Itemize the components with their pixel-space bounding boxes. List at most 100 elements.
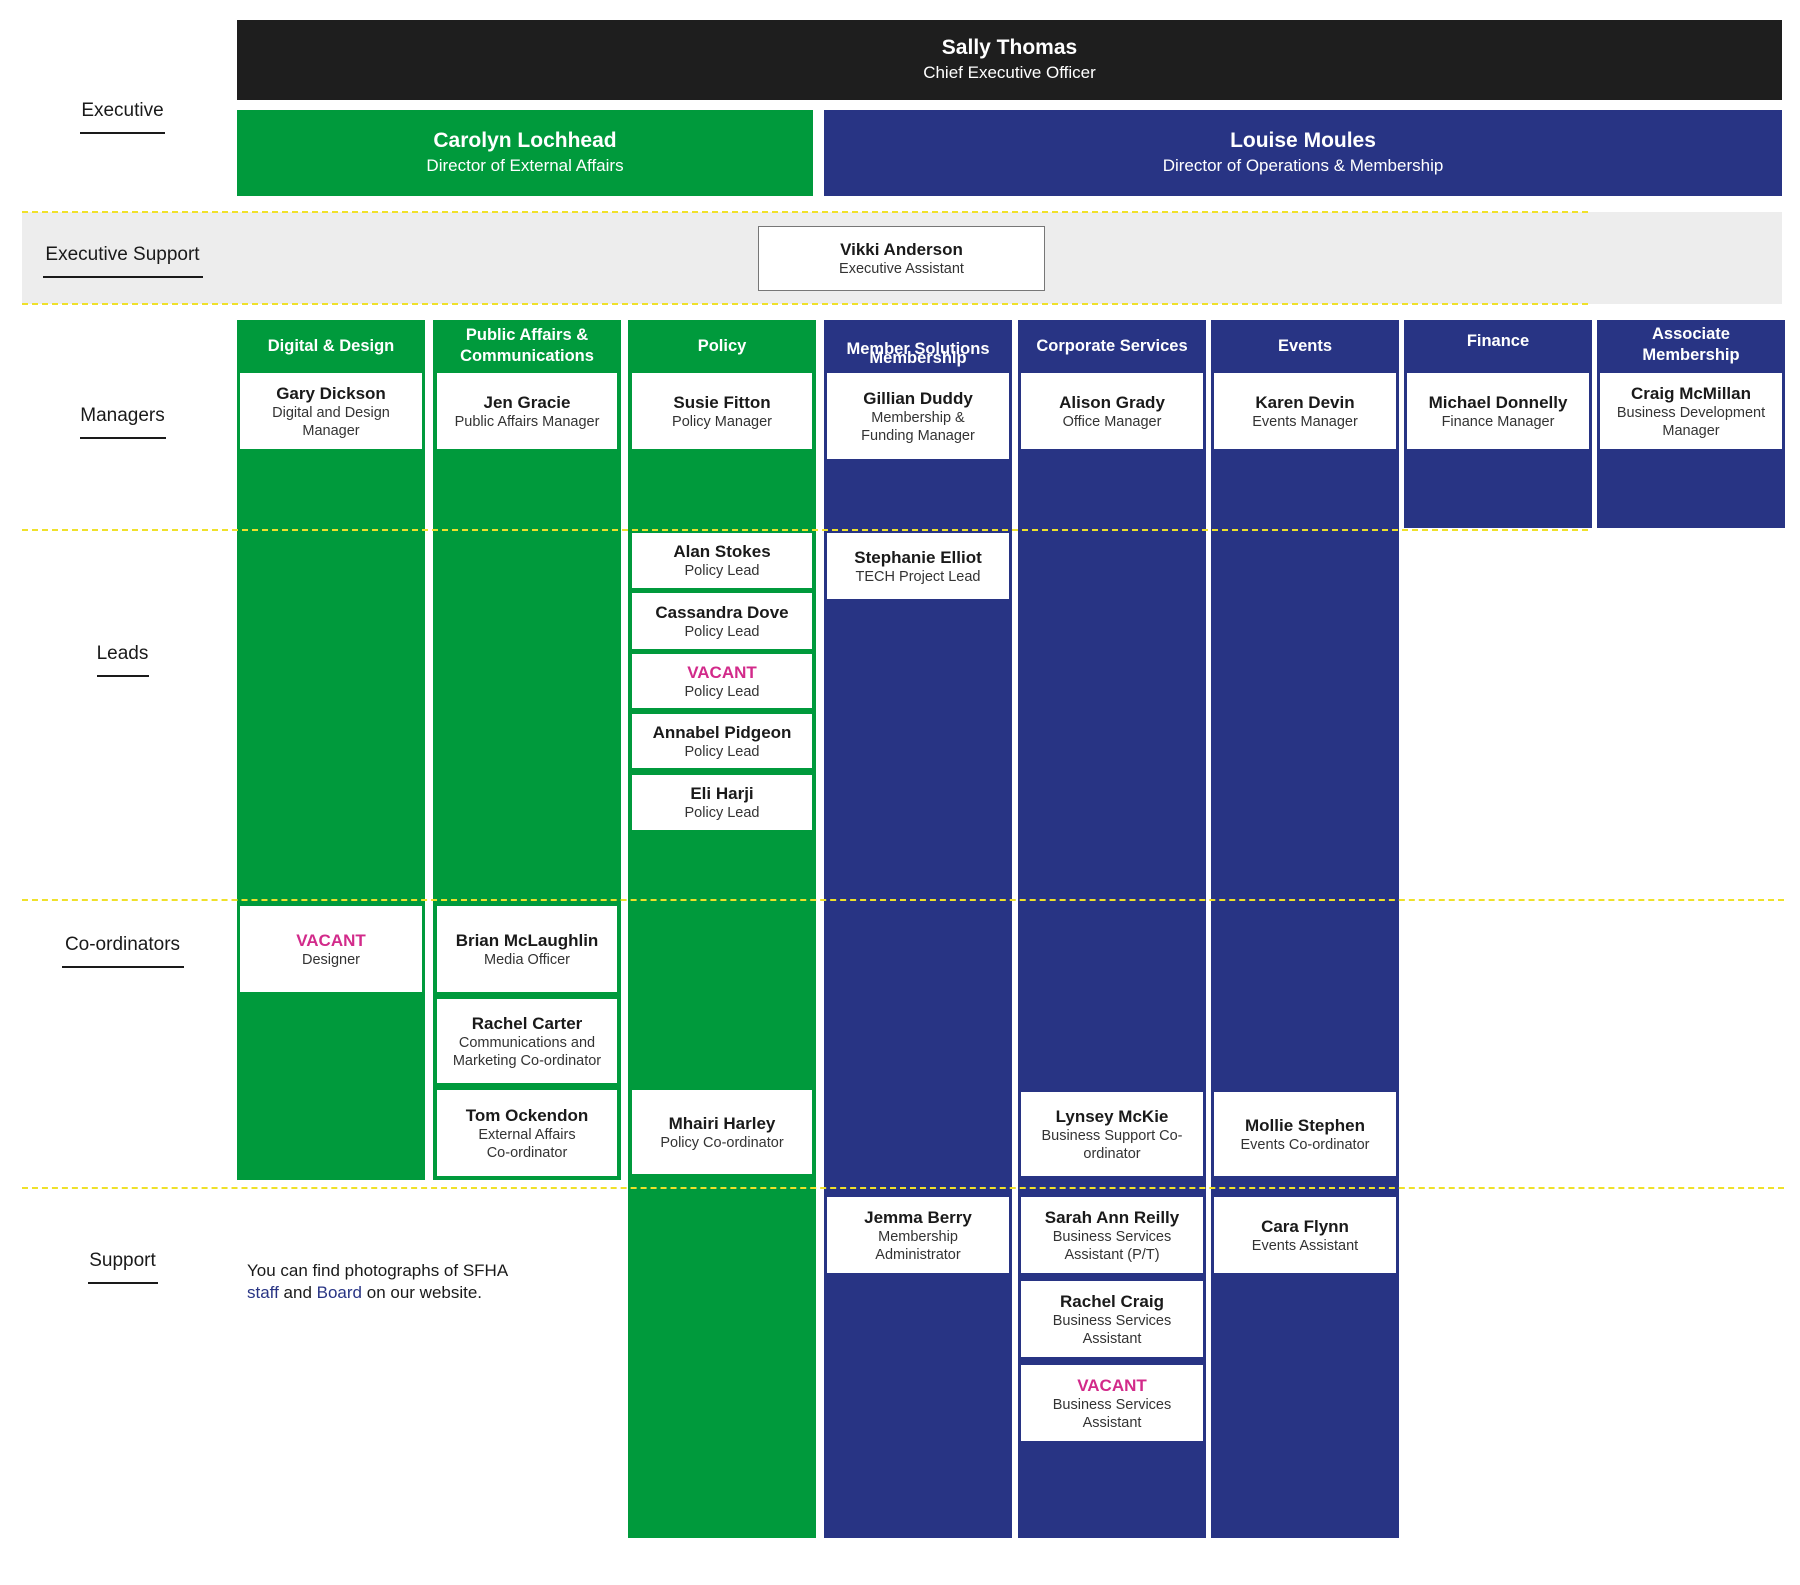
card-name: Susie Fitton (673, 392, 771, 412)
card-role: Events Co-ordinator (1240, 1136, 1370, 1153)
director-name: Louise Moules (1230, 129, 1376, 152)
card-name: Mhairi Harley (668, 1113, 776, 1133)
row-label-underline (96, 675, 149, 677)
row-label-coordinators: Co-ordinators (50, 934, 195, 968)
divider-executive-support-bottom (22, 303, 1588, 305)
card-role: Public Affairs Manager (454, 413, 600, 430)
card-name: Jen Gracie (483, 392, 571, 412)
card-eli-harji: Eli Harji Policy Lead (632, 775, 812, 830)
card-role: Events Assistant (1251, 1237, 1359, 1254)
column-member-solutions (824, 320, 1012, 1538)
row-label-underline (87, 1282, 158, 1284)
card-role: Business Services Assistant (1052, 1396, 1172, 1431)
ceo-name: Sally Thomas (941, 36, 1078, 59)
card-role: Designer (301, 951, 361, 968)
note-text: on our website. (362, 1283, 483, 1302)
row-label-text: Executive Support (45, 244, 200, 265)
card-name: VACANT (296, 930, 366, 950)
row-label-executive: Executive (60, 100, 185, 134)
card-name: Gary Dickson (276, 383, 386, 403)
row-label-underline (61, 966, 184, 968)
director-external-affairs-box: Carolyn Lochhead Director of External Af… (237, 110, 813, 196)
row-label-underline (42, 276, 203, 278)
row-label-leads: Leads (60, 643, 185, 677)
director-title: Director of Operations & Membership (1162, 156, 1444, 175)
card-role: TECH Project Lead (855, 568, 981, 585)
card-susie-fitton: Susie Fitton Policy Manager (632, 373, 812, 449)
card-name: Craig McMillan (1631, 383, 1751, 403)
card-role: External Affairs Co-ordinator (478, 1126, 576, 1161)
divider-coordinators-support (22, 1187, 1784, 1189)
card-cassandra-dove: Cassandra Dove Policy Lead (632, 593, 812, 649)
row-label-text: Co-ordinators (64, 934, 181, 955)
column-events (1211, 320, 1399, 1538)
column-head-corporate-services: Corporate Services (1036, 336, 1188, 355)
card-vacant-policy-lead: VACANT Policy Lead (632, 654, 812, 708)
card-role: Business Development Manager (1616, 404, 1766, 439)
column-head-member-solutions: Member Solutions (846, 339, 990, 358)
card-role: Communications and Marketing Co-ordinato… (452, 1034, 602, 1069)
board-link[interactable]: Board (316, 1283, 363, 1302)
card-role: Digital and Design Manager (272, 404, 390, 439)
director-title: Director of External Affairs (426, 156, 624, 175)
column-digital-design (237, 320, 425, 1180)
director-name: Carolyn Lochhead (433, 129, 617, 152)
card-brian-mclaughlin: Brian McLaughlin Media Officer (437, 906, 617, 992)
note-line: You can find photographs of SFHA (247, 1261, 509, 1280)
card-name: Tom Ockendon (465, 1105, 589, 1125)
card-role: Finance Manager (1441, 413, 1555, 430)
card-name: Alison Grady (1059, 392, 1165, 412)
card-mollie-stephen: Mollie Stephen Events Co-ordinator (1214, 1092, 1396, 1176)
card-name: Rachel Carter (471, 1013, 583, 1033)
card-name: VACANT (687, 662, 757, 682)
card-name: Alan Stokes (673, 542, 771, 561)
card-name: Vikki Anderson (840, 240, 963, 259)
card-role: Membership Administrator (875, 1228, 961, 1263)
card-role: Membership & Funding Manager (861, 409, 975, 444)
card-karen-devin: Karen Devin Events Manager (1214, 373, 1396, 449)
card-stephanie-elliot: Stephanie Elliot TECH Project Lead (827, 533, 1009, 599)
ceo-box: Sally Thomas Chief Executive Officer (237, 20, 1782, 100)
column-head-events: Events (1277, 336, 1333, 355)
row-label-support: Support (60, 1250, 185, 1284)
card-name: Lynsey McKie (1055, 1106, 1169, 1126)
row-label-text: Managers (80, 405, 165, 426)
row-label-text: Executive (81, 100, 164, 121)
card-role: Policy Co-ordinator (660, 1134, 784, 1151)
column-policy (628, 320, 816, 1538)
row-label-executive-support: Executive Support (30, 244, 215, 278)
director-operations-box: Louise Moules Director of Operations & M… (824, 110, 1782, 196)
card-role: Business Support Co-ordinator (1041, 1127, 1183, 1162)
card-name: Jemma Berry (864, 1207, 972, 1227)
card-cara-flynn: Cara Flynn Events Assistant (1214, 1197, 1396, 1273)
card-name: Gillian Duddy (863, 388, 973, 408)
website-note: You can find photographs of SFHA staff a… (247, 1260, 577, 1304)
card-role: Policy Manager (672, 413, 772, 430)
column-head-policy: Policy (697, 336, 747, 355)
card-role: Events Manager (1252, 413, 1358, 430)
staff-link[interactable]: staff (247, 1283, 279, 1302)
card-name: Brian McLaughlin (455, 930, 599, 950)
card-alison-grady: Alison Grady Office Manager (1021, 373, 1203, 449)
card-name: VACANT (1077, 1375, 1147, 1395)
card-role: Media Officer (484, 951, 570, 968)
card-role: Policy Lead (684, 805, 760, 821)
card-role: Policy Lead (684, 623, 760, 640)
card-name: Michael Donnelly (1428, 392, 1568, 412)
card-vacant-designer: VACANT Designer (240, 906, 422, 992)
card-role: Executive Assistant (839, 261, 964, 277)
column-head-associate-membership: Associate Membership (1642, 325, 1740, 364)
column-head-membership-overlap: Membership (869, 348, 967, 367)
row-label-underline (79, 437, 166, 439)
card-name: Cara Flynn (1261, 1216, 1349, 1236)
card-craig-mcmillan: Craig McMillan Business Development Mana… (1600, 373, 1782, 449)
card-role: Policy Lead (684, 743, 760, 760)
card-role: Policy Lead (684, 683, 760, 700)
card-sarah-ann-reilly: Sarah Ann Reilly Business Services Assis… (1021, 1197, 1203, 1273)
card-michael-donnelly: Michael Donnelly Finance Manager (1407, 373, 1589, 449)
column-head-finance: Finance (1466, 331, 1530, 350)
column-head-digital-design: Digital & Design (267, 336, 395, 355)
note-line: staff and Board on our website. (247, 1282, 577, 1304)
card-tom-ockendon: Tom Ockendon External Affairs Co-ordinat… (437, 1090, 617, 1176)
column-head-public-affairs: Public Affairs & Communications (460, 326, 594, 365)
